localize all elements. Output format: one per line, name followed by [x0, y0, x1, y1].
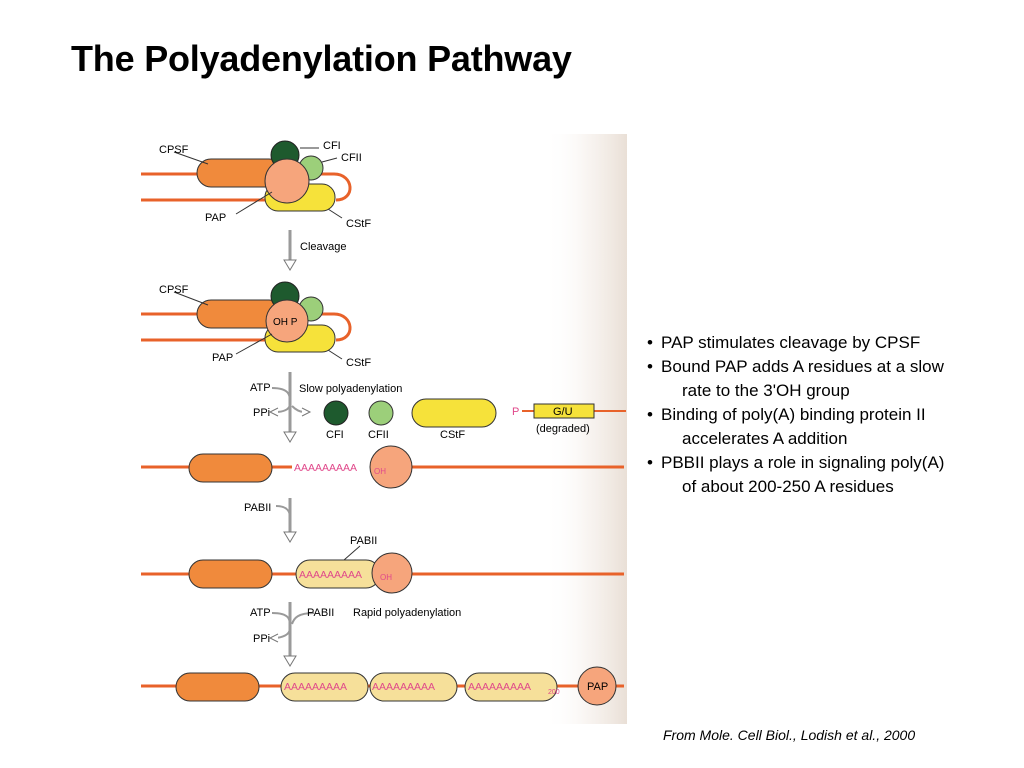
pabii-shape-1 [280, 672, 369, 702]
cstf-released-label: CStF [440, 429, 465, 441]
pabii-label: PABII [350, 535, 377, 547]
page-edge-shadow [544, 134, 627, 724]
cfi-released-label: CFI [326, 429, 344, 441]
stage-2-complex: OH P CPSF PAP CStF [141, 281, 371, 369]
oh-label-1: OH [374, 467, 386, 476]
bullet-text: PBBII plays a role in signaling poly(A) [661, 453, 945, 472]
stage-4-complex: AAAAAAAAA OH PABII [141, 535, 624, 594]
released-factors: CFI CFII CStF P G/U (degraded) [323, 398, 626, 441]
cfi-released [323, 400, 349, 426]
bullet-text: Bound PAP adds A residues at a slow [661, 357, 944, 376]
polya-label-5: AAAAAAAAA [468, 681, 531, 693]
bullet-dot: • [647, 357, 653, 376]
bullet-text-cont: accelerates A addition [682, 429, 848, 448]
atp-label: ATP [250, 382, 271, 394]
polya-label-3: AAAAAAAAA [284, 681, 347, 693]
bullet-text-cont: of about 200-250 A residues [682, 477, 894, 496]
stage-1-complex: CPSF CFI CFII PAP CStF [141, 140, 371, 230]
pabii-arrow: PABII [244, 498, 297, 543]
cfi-label: CFI [323, 140, 341, 152]
cleavage-arrow: Cleavage [283, 230, 346, 271]
cpsf-label-2: CPSF [159, 284, 189, 296]
bullet-item: • PBBII plays a role in signaling poly(A… [647, 451, 1007, 499]
atp-label-2: ATP [250, 607, 271, 619]
cfii-label: CFII [341, 152, 362, 164]
n200-label: 200 [548, 689, 560, 696]
bullet-item: • Binding of poly(A) binding protein II … [647, 403, 1007, 451]
stage-5-complex: AAAAAAAAA AAAAAAAAA AAAAAAAAA 200 PAP [141, 666, 624, 706]
source-citation: From Mole. Cell Biol., Lodish et al., 20… [663, 727, 916, 743]
bullet-text-cont: rate to the 3'OH group [682, 381, 850, 400]
pap-final-label: PAP [587, 681, 608, 693]
bullet-text: Binding of poly(A) binding protein II [661, 405, 926, 424]
bullet-dot: • [647, 453, 653, 472]
pabii-shape-3 [464, 672, 558, 702]
bullet-dot: • [647, 333, 653, 352]
bullet-list: • PAP stimulates cleavage by CPSF • Boun… [647, 331, 1007, 499]
pap-label: PAP [205, 212, 226, 224]
polya-label-1: AAAAAAAAA [294, 462, 357, 474]
cpsf-label: CPSF [159, 144, 189, 156]
gu-label: G/U [553, 406, 573, 418]
rapid-polyadenylation-arrow: ATP PPi PABII Rapid polyadenylation [250, 602, 461, 667]
oh-p-label: OH P [273, 317, 298, 328]
pap-shape [264, 158, 310, 204]
pabii-shape-2 [369, 672, 458, 702]
ppi-label-2: PPi [253, 633, 270, 645]
degraded-label: (degraded) [536, 423, 590, 435]
pabii-label-3: PABII [307, 607, 334, 619]
cstf-label-2: CStF [346, 357, 371, 369]
pabii-arrow-label: PABII [244, 502, 271, 514]
cfii-released [368, 400, 394, 426]
oh-label-2: OH [380, 573, 392, 582]
stage-3-complex: AAAAAAAAA OH [141, 445, 624, 489]
bullet-text: PAP stimulates cleavage by CPSF [661, 333, 921, 352]
cleavage-label: Cleavage [300, 241, 346, 253]
pap-label-2: PAP [212, 352, 233, 364]
rapid-polyadenylation-label: Rapid polyadenylation [353, 607, 461, 619]
ppi-label: PPi [253, 407, 270, 419]
bullet-item: • Bound PAP adds A residues at a slow ra… [647, 355, 1007, 403]
polya-label-4: AAAAAAAAA [372, 681, 435, 693]
slow-polyadenylation-label: Slow polyadenylation [299, 383, 402, 395]
p-label: P [512, 406, 519, 418]
polyadenylation-diagram: CPSF CFI CFII PAP CStF Cleavage OH P CPS… [104, 134, 627, 724]
cstf-released [411, 398, 497, 428]
slow-polyadenylation-arrow: ATP PPi Slow polyadenylation [250, 372, 402, 443]
cstf-label: CStF [346, 218, 371, 230]
bullet-item: • PAP stimulates cleavage by CPSF [647, 331, 1007, 355]
bullet-dot: • [647, 405, 653, 424]
cfii-released-label: CFII [368, 429, 389, 441]
gu-box [533, 403, 595, 419]
slide-title: The Polyadenylation Pathway [71, 38, 572, 79]
polya-label-2: AAAAAAAAA [299, 569, 362, 581]
